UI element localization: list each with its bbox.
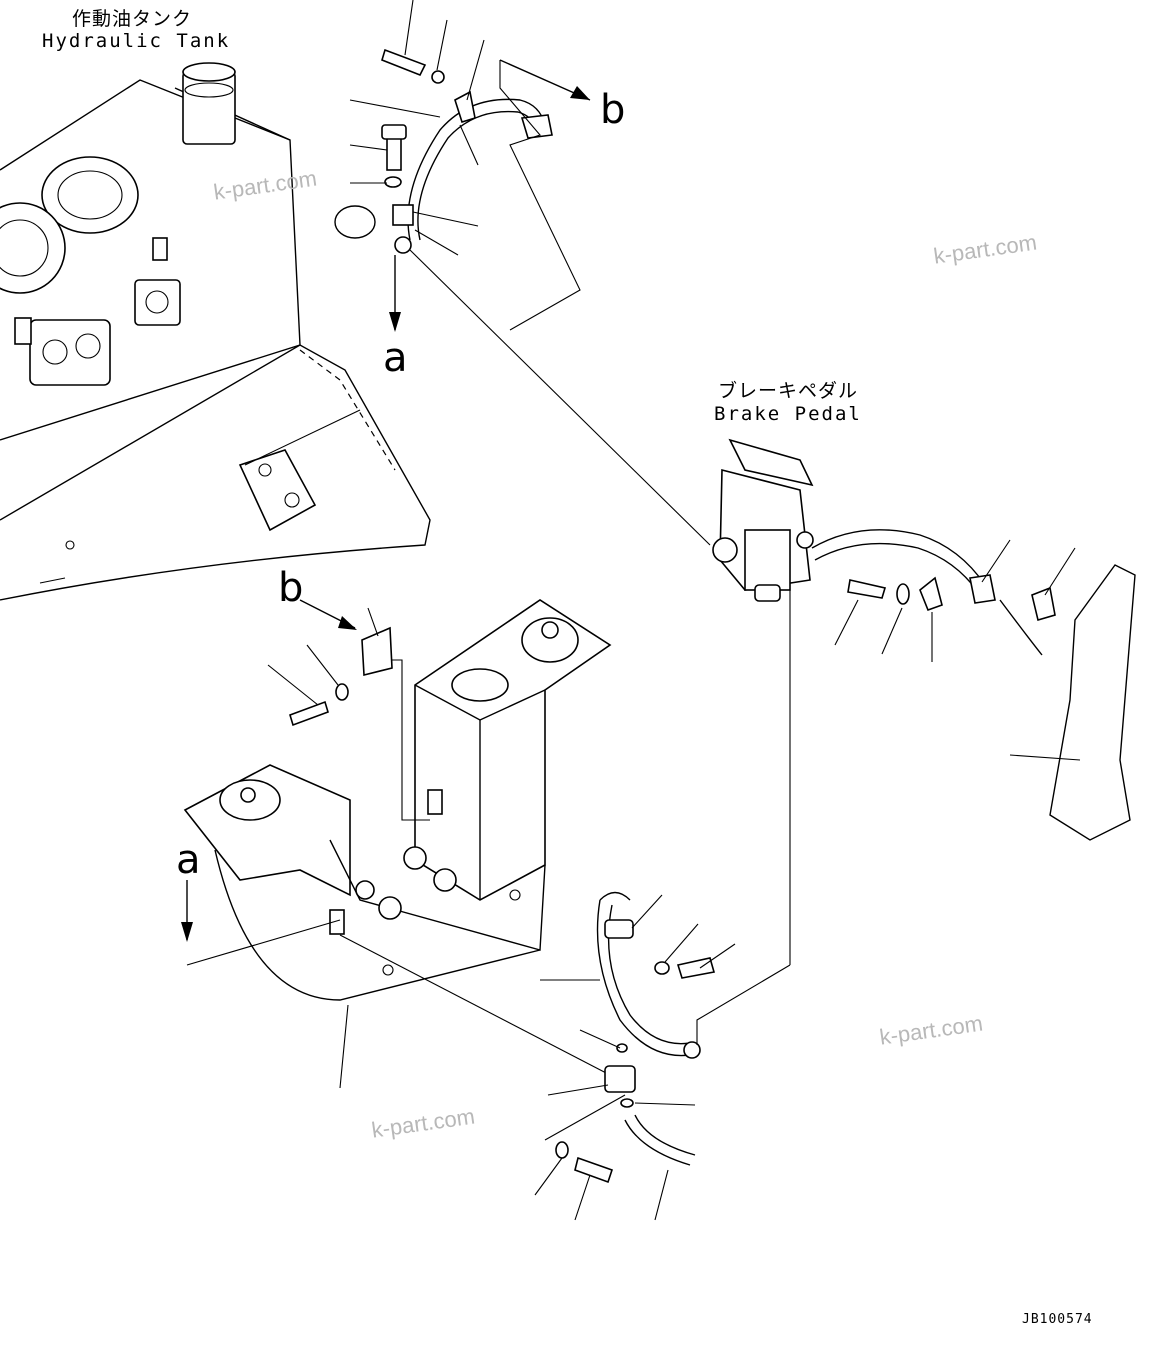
upper-hose-assembly <box>334 0 711 546</box>
connection-marker-a-top: a <box>383 335 408 381</box>
hydraulic-tank <box>0 62 431 601</box>
connection-marker-b-top: b <box>600 87 626 133</box>
hydraulic-tank-label-jp: 作動油タンク <box>72 8 193 30</box>
brake-pedal-label-en: Brake Pedal <box>714 403 862 425</box>
connection-marker-a-left: a <box>176 837 201 883</box>
drawing-id: JB100574 <box>1022 1312 1093 1327</box>
connection-marker-b-left: b <box>278 565 304 611</box>
brake-pedal-label-jp: ブレーキペダル <box>718 380 859 402</box>
lower-hose-assembly <box>534 891 791 1221</box>
brake-pedal-valve <box>712 438 1136 965</box>
hydraulic-tank-label-en: Hydraulic Tank <box>42 30 231 52</box>
brake-reservoir <box>181 599 612 1089</box>
